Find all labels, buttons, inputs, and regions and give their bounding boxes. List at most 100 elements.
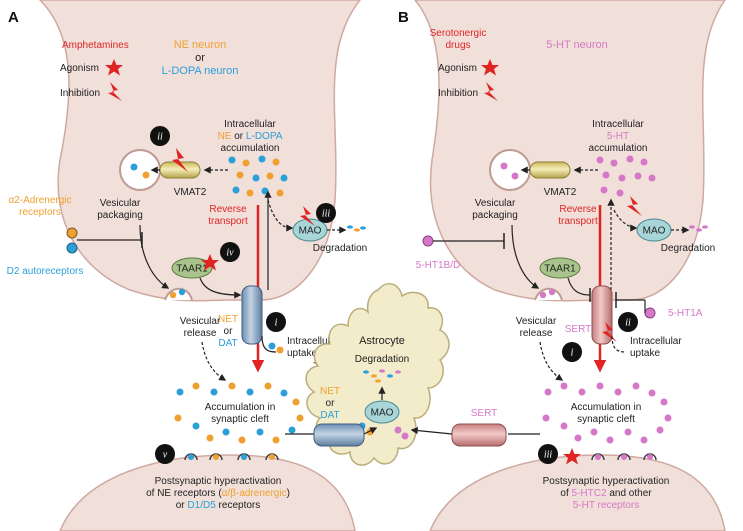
marker-i-a [266,312,286,332]
or-label-a: or [224,326,234,337]
sert-to-mao-arrow [410,426,453,435]
mao-arrow-b [613,209,638,232]
marker-ii-b-label: ii [625,318,631,329]
postsynaptic-label-b-1: Postsynaptic hyperactivation [543,476,670,487]
accumulation-label-a-2: synaptic cleft [211,414,269,425]
marker-iii-a [316,203,336,223]
vmat2-label-a: VMAT2 [174,187,207,198]
presynaptic-neuron-a [38,0,361,302]
serotonin-molecule [401,432,409,440]
intracellular-molecules-b [596,155,656,197]
panel-b-label: B [398,9,409,26]
reverse-transport-label-2: transport [208,216,248,227]
serotonin-molecule [511,172,519,180]
astrocyte: Astrocyte Degradation MAO [305,282,450,466]
d2-label: D2 autoreceptors [7,266,84,277]
release-arrow-b [539,341,564,381]
marker-iv-a [220,242,240,262]
neuron-title-5ht: 5-HT neuron [546,39,608,51]
astrocyte-label: Astrocyte [359,335,405,347]
taar1-receptor-a [171,257,213,279]
ldopa-molecule [130,163,138,171]
agonism-star-icon-b [481,59,499,76]
vmat2-label-b: VMAT2 [544,187,577,198]
legend-agonism-b: Agonism [438,63,477,74]
intracellular-label-2: NE or L-DOPA [218,131,283,142]
legend-drug: Amphetamines [62,40,129,51]
astro-or-label: or [326,398,336,409]
astrocyte-body [305,282,450,466]
mao-enzyme-astrocyte [364,400,400,424]
reverse-transport-label-b-1: Reverse [559,204,597,215]
vesicular-release-label-b-2: release [520,328,553,339]
intracellular-molecules-a [228,155,288,197]
alpha2-label-2: receptors [19,207,61,218]
vesicular-packaging-label-2: packaging [97,210,143,221]
taar1-receptor-b [539,257,581,279]
taar1-arrow-a [199,277,242,299]
sert-label-b: SERT [565,324,592,335]
packaging-arrow [139,224,170,289]
serotonin-molecule [394,426,402,434]
mao-label-astrocyte: MAO [371,408,394,419]
legend-drug-b-2: drugs [445,40,470,51]
astro-net-label: NET [320,386,340,397]
marker-iii-b [538,444,558,464]
taar1-agonism-star-icon [201,254,219,271]
accumulation-label-b-2: synaptic cleft [577,414,635,425]
vesicular-packaging-label-b-2: packaging [472,210,518,221]
marker-iv-a-label: iv [226,248,234,259]
packaging-arrow-b [511,224,540,289]
5htc2-agonism-star-icon [563,448,581,465]
release-arrow-a [201,341,227,381]
dat-label-a: DAT [218,338,237,349]
postsynaptic-label-b-3: 5-HT receptors [573,500,640,511]
cleft-molecules-a [174,382,304,444]
marker-iii-a-label: iii [322,209,331,220]
vesicular-packaging-label-1: Vesicular [100,198,141,209]
ldopa-molecule [178,288,186,296]
intracellular-label-b-1: Intracellular [592,119,644,130]
degradation-label-b: Degradation [661,243,715,254]
legend-agonism: Agonism [60,63,99,74]
5ht1a-receptor [644,307,656,319]
intracellular-uptake-label-a-2: uptake [287,348,317,359]
vesicular-packaging-label-b-1: Vesicular [475,198,516,209]
marker-i-b-label: i [571,348,574,359]
serotonin-molecule [539,291,547,299]
serotonin-molecule [548,288,556,296]
astro-sert-transporter [451,423,507,447]
mao-inhibition-icon [300,206,315,226]
vesicular-release-label-a-2: release [184,328,217,339]
net-label-a: NET [218,314,238,325]
alpha2-receptor [66,227,78,239]
intracellular-label-1: Intracellular [224,119,276,130]
legend-drug-b-1: Serotonergic [430,28,487,39]
neuron-title-ldopa: L-DOPA neuron [162,65,239,77]
d2-receptor [66,242,78,254]
agonism-star-icon [105,59,123,76]
astro-sert-label: SERT [471,408,498,419]
marker-v-a-label: v [163,450,168,461]
astrocyte-degradation-label: Degradation [355,354,409,365]
5ht1bd-receptor [422,235,434,247]
net-to-mao-arrow [363,427,378,435]
degraded-fragments-b [689,225,708,232]
mao-arrow-a [267,199,294,232]
postsynaptic-receptors-b [591,453,657,461]
vmat2-transporter-b [529,161,571,179]
vesicular-release-label-a-1: Vesicular [180,316,221,327]
cleft-molecules-b [542,382,672,444]
postsynaptic-neuron-a [59,454,356,531]
marker-i-b [562,342,582,362]
postsynaptic-label-b-2: of 5-HTC2 and other [560,488,652,499]
panel-a-label: A [8,9,19,26]
5ht1bd-label: 5-HT1B/D [416,260,460,271]
intracellular-label-3: accumulation [221,143,280,154]
vmat2-inhibition-icon [172,148,188,172]
ne-molecule [169,291,177,299]
5ht1a-label: 5-HT1A [668,308,703,319]
legend-inhibition-b: Inhibition [438,88,478,99]
marker-ii-a [150,126,170,146]
